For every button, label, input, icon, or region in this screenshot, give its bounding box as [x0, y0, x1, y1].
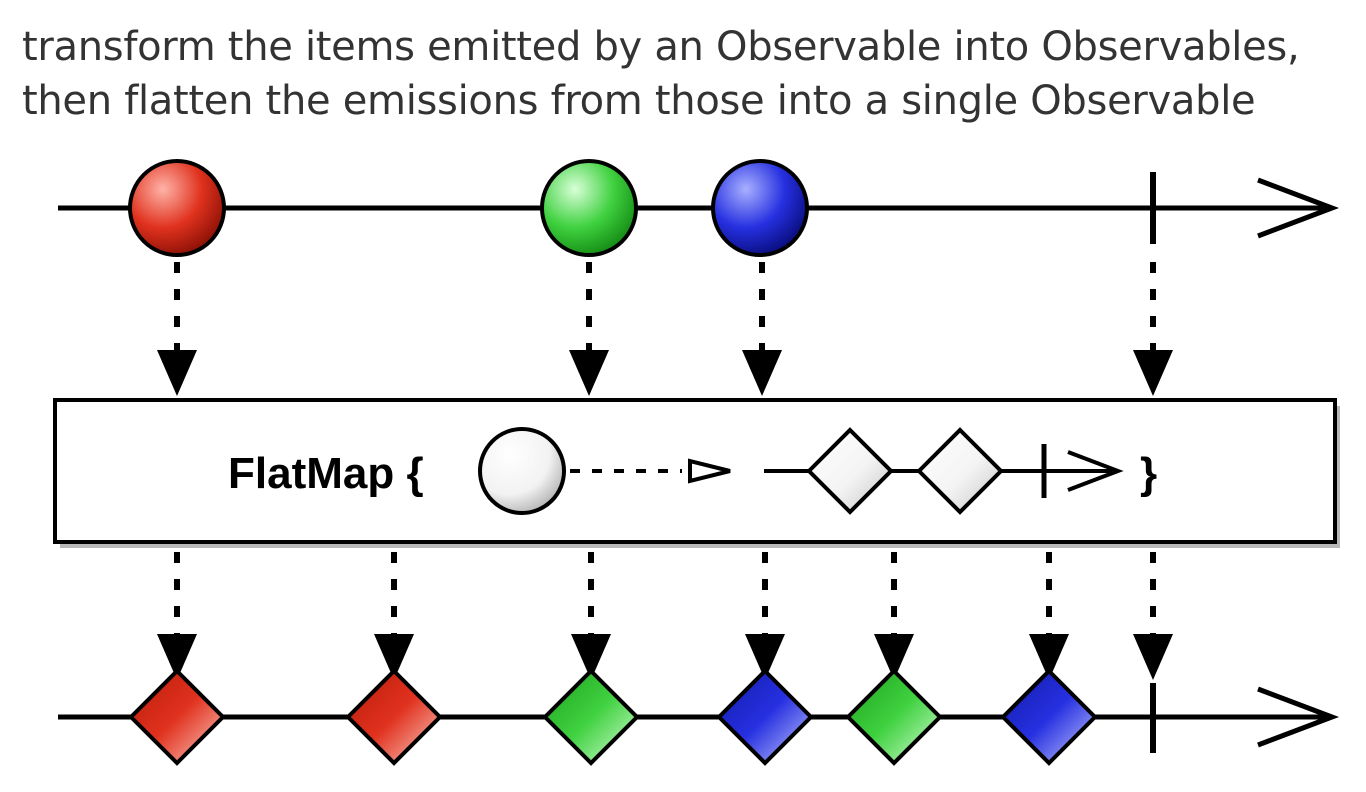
source-to-operator-arrows	[157, 262, 1173, 396]
operator-to-result-arrows	[157, 552, 1173, 680]
inner-diamond-1	[806, 427, 894, 515]
result-diamond-blue	[1000, 668, 1098, 766]
output-arrow-4	[745, 552, 785, 680]
result-diamond-red	[128, 668, 226, 766]
result-timeline-arrowhead	[1257, 686, 1340, 748]
operator-closing-brace: }	[1140, 449, 1157, 498]
source-timeline-arrowhead	[1257, 177, 1340, 239]
source-marble-green	[540, 159, 638, 257]
source-marble-red	[128, 159, 226, 257]
input-arrow-2	[569, 262, 609, 396]
source-marbles	[128, 159, 809, 257]
operator-name-label: FlatMap {	[228, 449, 424, 498]
result-marbles	[128, 668, 1098, 766]
input-arrow-3	[742, 262, 782, 396]
output-arrow-6	[1029, 552, 1069, 680]
input-arrow-4	[1133, 262, 1173, 396]
source-timeline	[58, 159, 1340, 257]
result-diamond-green	[845, 668, 943, 766]
output-arrow-2	[374, 552, 414, 680]
inner-diamond-2	[916, 427, 1004, 515]
source-marble-blue	[711, 159, 809, 257]
result-diamond-red	[345, 668, 443, 766]
operator-box: FlatMap { }	[53, 398, 1340, 548]
result-diamond-green	[542, 668, 640, 766]
operator-description: transform the items emitted by an Observ…	[22, 20, 1352, 128]
description-line-2: then flatten the emissions from those in…	[22, 78, 1256, 124]
output-arrow-5	[874, 552, 914, 680]
result-timeline	[58, 668, 1340, 766]
operator-mapping-arrowhead	[688, 458, 731, 484]
result-diamond-blue	[716, 668, 814, 766]
operator-input-marble	[478, 427, 566, 515]
output-arrow-7	[1133, 552, 1173, 680]
output-arrow-3	[571, 552, 611, 680]
output-arrow-1	[157, 552, 197, 680]
description-line-1: transform the items emitted by an Observ…	[22, 24, 1300, 70]
inner-observable-arrowhead	[1067, 450, 1124, 492]
input-arrow-1	[157, 262, 197, 396]
